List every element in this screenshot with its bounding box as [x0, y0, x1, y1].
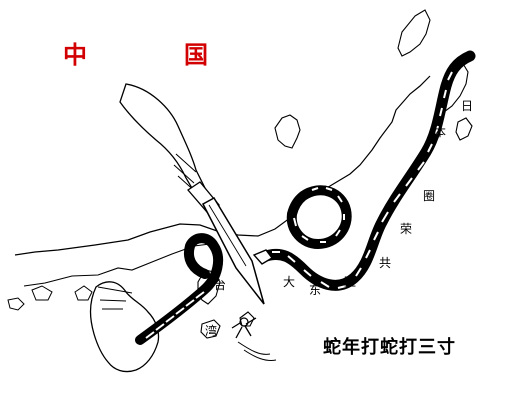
figure-body — [231, 317, 257, 339]
snake-body — [257, 50, 476, 291]
coalition-label-5: 东 — [309, 283, 322, 297]
korea-outline — [274, 114, 301, 149]
dragon-mouth — [97, 286, 133, 310]
sword-fuller — [208, 204, 247, 267]
sword-blade — [201, 196, 265, 305]
figure-head — [239, 317, 249, 327]
small-islands — [7, 285, 93, 311]
coalition-label-1: 圈 — [423, 189, 436, 203]
philippines-outline — [200, 311, 255, 339]
japan-label-2: 本 — [434, 125, 447, 139]
coalition-label-2: 荣 — [400, 222, 413, 236]
snake-body-pattern — [272, 71, 453, 289]
coastline-lower — [23, 243, 211, 287]
motion-lines — [237, 341, 277, 361]
coalition-label-3: 共 — [379, 256, 392, 270]
snake-head — [252, 249, 274, 265]
taiwan-label-1: 台 — [214, 278, 227, 292]
dragon-head — [89, 281, 160, 373]
coalition-label-4: 亚 — [344, 275, 357, 289]
china-label-right: 国 — [184, 41, 208, 69]
caption-text: 蛇年打蛇打三寸 — [323, 337, 456, 358]
taiwan-label-2: 湾 — [205, 324, 218, 338]
japan-label-1: 日 — [461, 99, 474, 113]
coalition-label-6: 大 — [283, 275, 296, 289]
snake-loop-pattern — [293, 187, 345, 243]
china-label-left: 中 — [63, 41, 87, 69]
dragon-body-pattern — [145, 291, 205, 339]
